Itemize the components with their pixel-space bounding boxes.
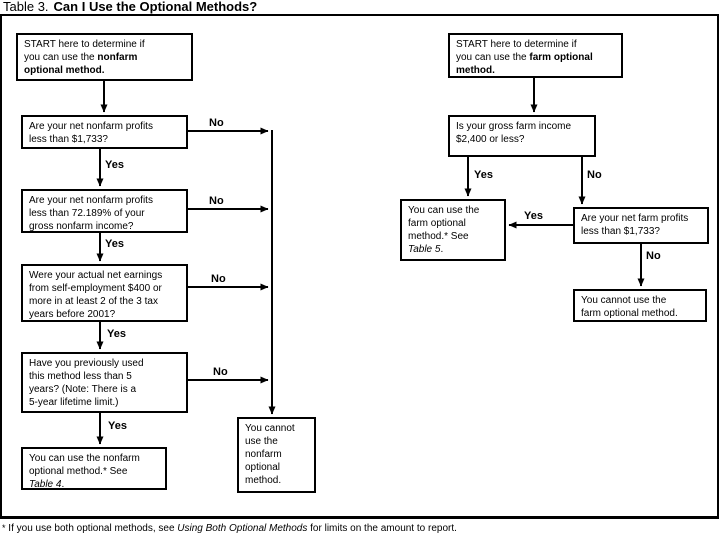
footnote-reference: Using Both Optional Methods <box>177 523 308 534</box>
nonfarm-can-use-result-box: You can use the nonfarm optional method.… <box>21 447 167 490</box>
farm-gross-income-question-text: Is your gross farm income $2,400 or less… <box>456 121 572 145</box>
farm-start-text: START here to determine if you can use t… <box>456 39 577 63</box>
nonfarm-can-use-suffix: . <box>61 479 65 490</box>
farm-start-box: START here to determine if you can use t… <box>448 33 623 78</box>
nonfarm-prior-use-question-text: Have you previously used this method les… <box>29 358 144 408</box>
nonfarm-net-profits-question-box: Are your net nonfarm profits less than $… <box>21 115 188 149</box>
yes-label: Yes <box>107 328 126 340</box>
footnote-suffix: for limits on the amount to report. <box>307 523 457 534</box>
yes-label: Yes <box>105 238 124 250</box>
footnote-asterisk: * <box>2 523 6 533</box>
farm-can-use-text: You can use the farm optional method.* S… <box>408 205 480 242</box>
no-label: No <box>209 195 224 207</box>
farm-net-profits-question-text: Are your net farm profits less than $1,7… <box>581 213 689 237</box>
no-label: No <box>587 169 602 181</box>
farm-can-use-table-ref: Table 5 <box>408 244 441 255</box>
farm-cannot-use-text: You cannot use the farm optional method. <box>581 295 678 319</box>
nonfarm-percent-question-text: Are your net nonfarm profits less than 7… <box>29 195 153 232</box>
farm-net-profits-question-box: Are your net farm profits less than $1,7… <box>573 207 709 244</box>
footnote-text: If you use both optional methods, see <box>5 523 178 534</box>
nonfarm-can-use-text: You can use the nonfarm optional method.… <box>29 453 140 477</box>
footnote: * If you use both optional methods, see … <box>2 523 457 534</box>
no-label: No <box>213 366 228 378</box>
yes-label: Yes <box>105 159 124 171</box>
no-label: No <box>211 273 226 285</box>
yes-label: Yes <box>474 169 493 181</box>
yes-label: Yes <box>108 420 127 432</box>
farm-cannot-use-result-box: You cannot use the farm optional method. <box>573 289 707 322</box>
nonfarm-prior-use-question-box: Have you previously used this method les… <box>21 352 188 413</box>
nonfarm-earnings-question-text: Were your actual net earnings from self-… <box>29 270 163 320</box>
nonfarm-percent-question-box: Are your net nonfarm profits less than 7… <box>21 189 188 233</box>
nonfarm-start-text: START here to determine if you can use t… <box>24 39 145 63</box>
nonfarm-net-profits-question-text: Are your net nonfarm profits less than $… <box>29 121 153 145</box>
page-title: Table 3. Can I Use the Optional Methods? <box>3 0 257 14</box>
nonfarm-cannot-use-text: You cannot use the nonfarm optional meth… <box>245 423 295 486</box>
yes-label: Yes <box>524 210 543 222</box>
no-label: No <box>209 117 224 129</box>
nonfarm-earnings-question-box: Were your actual net earnings from self-… <box>21 264 188 322</box>
table-number: Table 3. <box>3 0 49 14</box>
farm-can-use-suffix: . <box>440 244 444 255</box>
nonfarm-can-use-table-ref: Table 4 <box>29 479 62 490</box>
nonfarm-cannot-use-result-box: You cannot use the nonfarm optional meth… <box>237 417 316 493</box>
nonfarm-start-box: START here to determine if you can use t… <box>16 33 193 81</box>
nonfarm-start-bold: nonfarm optional method. <box>24 52 138 76</box>
farm-gross-income-question-box: Is your gross farm income $2,400 or less… <box>448 115 596 157</box>
farm-start-bold: farm optional method. <box>456 52 593 76</box>
table-title-text: Can I Use the Optional Methods? <box>53 0 258 14</box>
no-label: No <box>646 250 661 262</box>
farm-can-use-result-box: You can use the farm optional method.* S… <box>400 199 506 261</box>
